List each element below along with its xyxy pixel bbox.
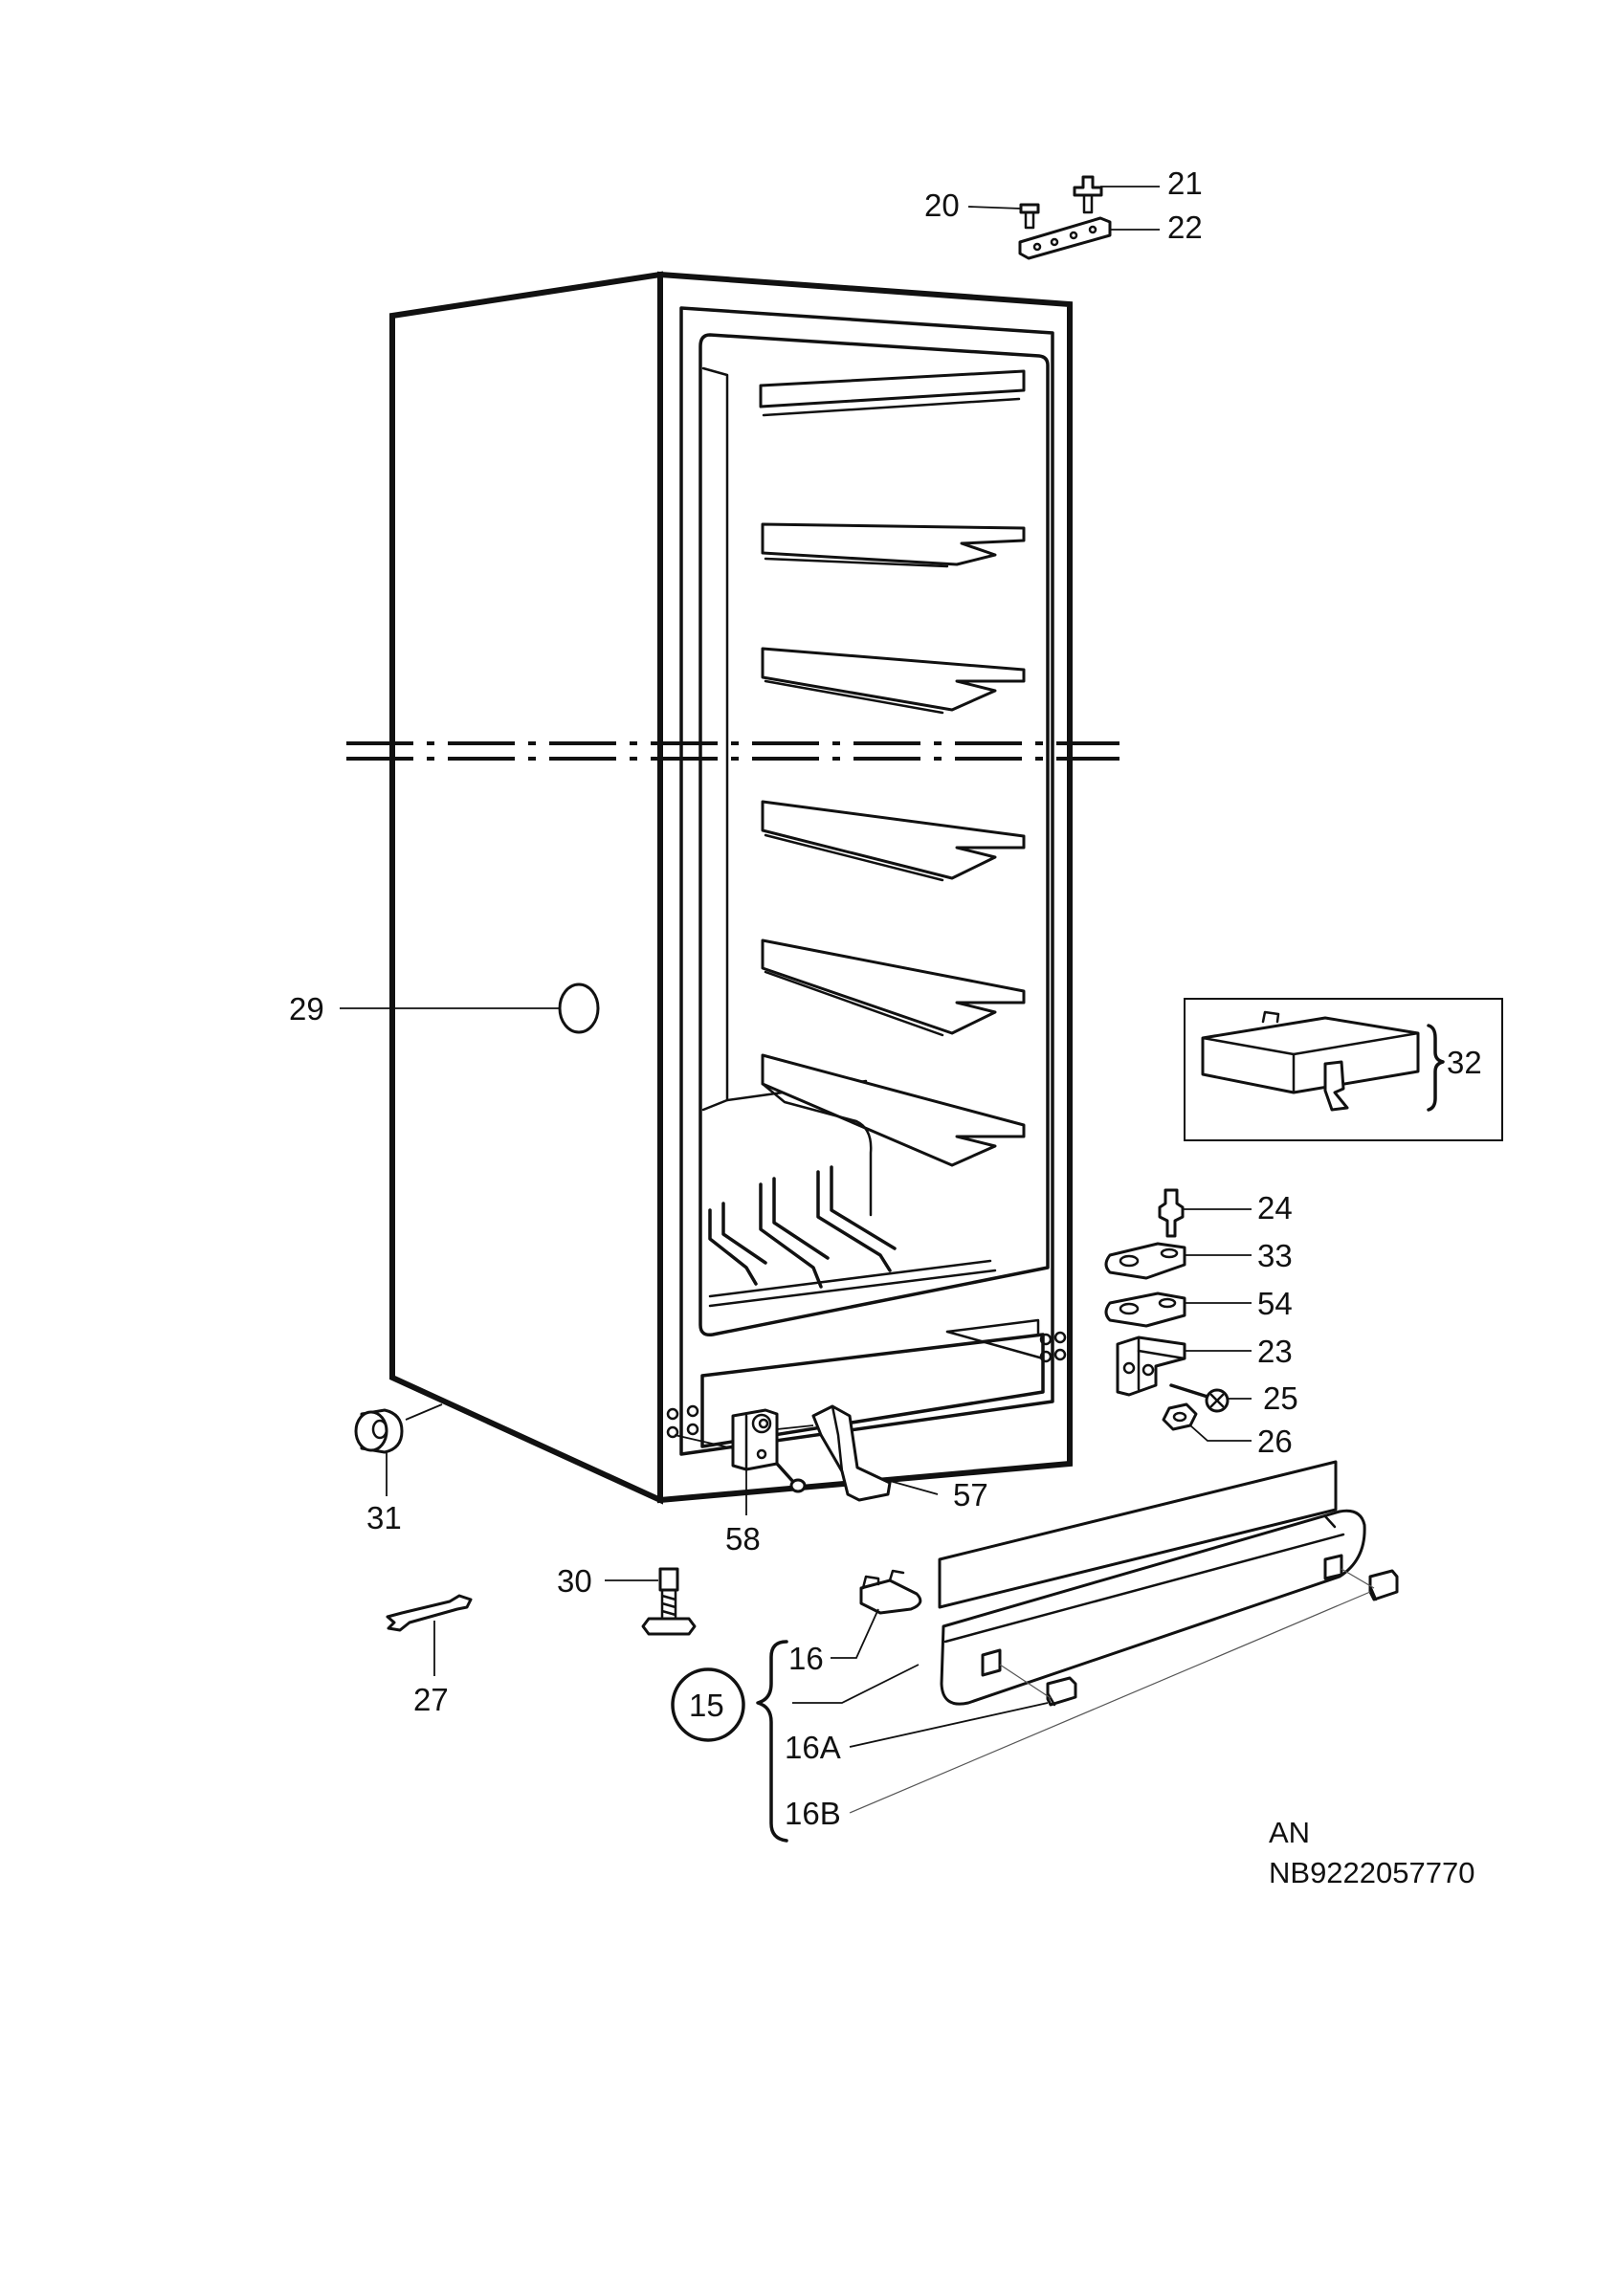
label-20: 20: [924, 188, 960, 223]
part-32-box-inset: [1184, 998, 1503, 1141]
part-33-plate: [1104, 1242, 1186, 1280]
bottom-tray-edge: [945, 1318, 1040, 1336]
kickplate-cover: [940, 1509, 1366, 1706]
label-32: 32: [1447, 1045, 1482, 1080]
label-24: 24: [1257, 1190, 1293, 1225]
label-21: 21: [1167, 166, 1203, 201]
shelf-support-1: [759, 369, 1026, 417]
part-20-screw: [1019, 203, 1040, 230]
bottom-compartment: [700, 1333, 1045, 1448]
label-27: 27: [413, 1682, 449, 1717]
part-16a-cap: [1046, 1676, 1077, 1707]
top-hinge-parts: [967, 175, 1160, 260]
label-29: 29: [289, 991, 324, 1027]
label-22: 22: [1167, 210, 1203, 245]
part-31-foot: [354, 1403, 443, 1496]
part-27-wrench: [386, 1594, 473, 1676]
part-30-leveling-foot: [605, 1567, 697, 1636]
label-16b: 16B: [785, 1796, 841, 1831]
part-16-clip: [859, 1578, 922, 1615]
part-22-plate: [1018, 216, 1112, 260]
code-line-2: NB9222057770: [1269, 1856, 1474, 1889]
label-31: 31: [366, 1500, 402, 1535]
part-58-hinge: [674, 1408, 807, 1515]
part-24-pin: [1158, 1188, 1185, 1238]
cabinet-front-frame: [657, 271, 1073, 1504]
drawing-code: AN NB9222057770: [1269, 1816, 1474, 1889]
label-16: 16: [788, 1641, 824, 1676]
side-plug: [558, 982, 600, 1034]
shelf-support-3: [761, 647, 1026, 715]
cabinet-liner: [698, 333, 1050, 1337]
label-57: 57: [953, 1477, 988, 1512]
liner-rear-edge: [701, 366, 729, 1112]
cabinet-body: [389, 271, 1073, 1505]
bottom-rack: [708, 1165, 997, 1308]
frame-screw-holes: [666, 1331, 1067, 1439]
label-23: 23: [1257, 1334, 1293, 1369]
label-16a: 16A: [785, 1730, 841, 1765]
part-57-bracket: [776, 1404, 939, 1502]
label-15: 15: [689, 1688, 724, 1723]
part-21-pin: [1073, 175, 1103, 214]
label-30: 30: [557, 1563, 592, 1599]
label-26: 26: [1257, 1424, 1293, 1459]
label-58: 58: [725, 1521, 761, 1556]
shelf-support-2: [761, 522, 1026, 568]
shelf-support-5: [761, 938, 1026, 1037]
lower-hinge-parts: [1104, 1188, 1252, 1442]
part-54-plate: [1104, 1292, 1186, 1328]
label-33: 33: [1257, 1238, 1293, 1273]
kickplate-strip: [938, 1460, 1338, 1609]
part-25-screw: [1169, 1383, 1230, 1413]
shelf-support-4: [761, 800, 1026, 882]
cabinet-side-panel: [389, 271, 663, 1505]
shelf-support-6: [761, 1053, 1026, 1217]
label-25: 25: [1263, 1380, 1298, 1416]
cabinet-inner-border: [679, 306, 1054, 1456]
part-labels: 20 21 22 29 32 24 33 54 23 25 26 31 57 5…: [289, 166, 1482, 1831]
kickplate-assembly: [671, 1460, 1399, 1843]
part-23-hinge-bracket: [1116, 1336, 1186, 1397]
assembly-15-circle: [671, 1667, 745, 1742]
code-line-1: AN: [1269, 1816, 1310, 1849]
label-54: 54: [1257, 1286, 1293, 1321]
